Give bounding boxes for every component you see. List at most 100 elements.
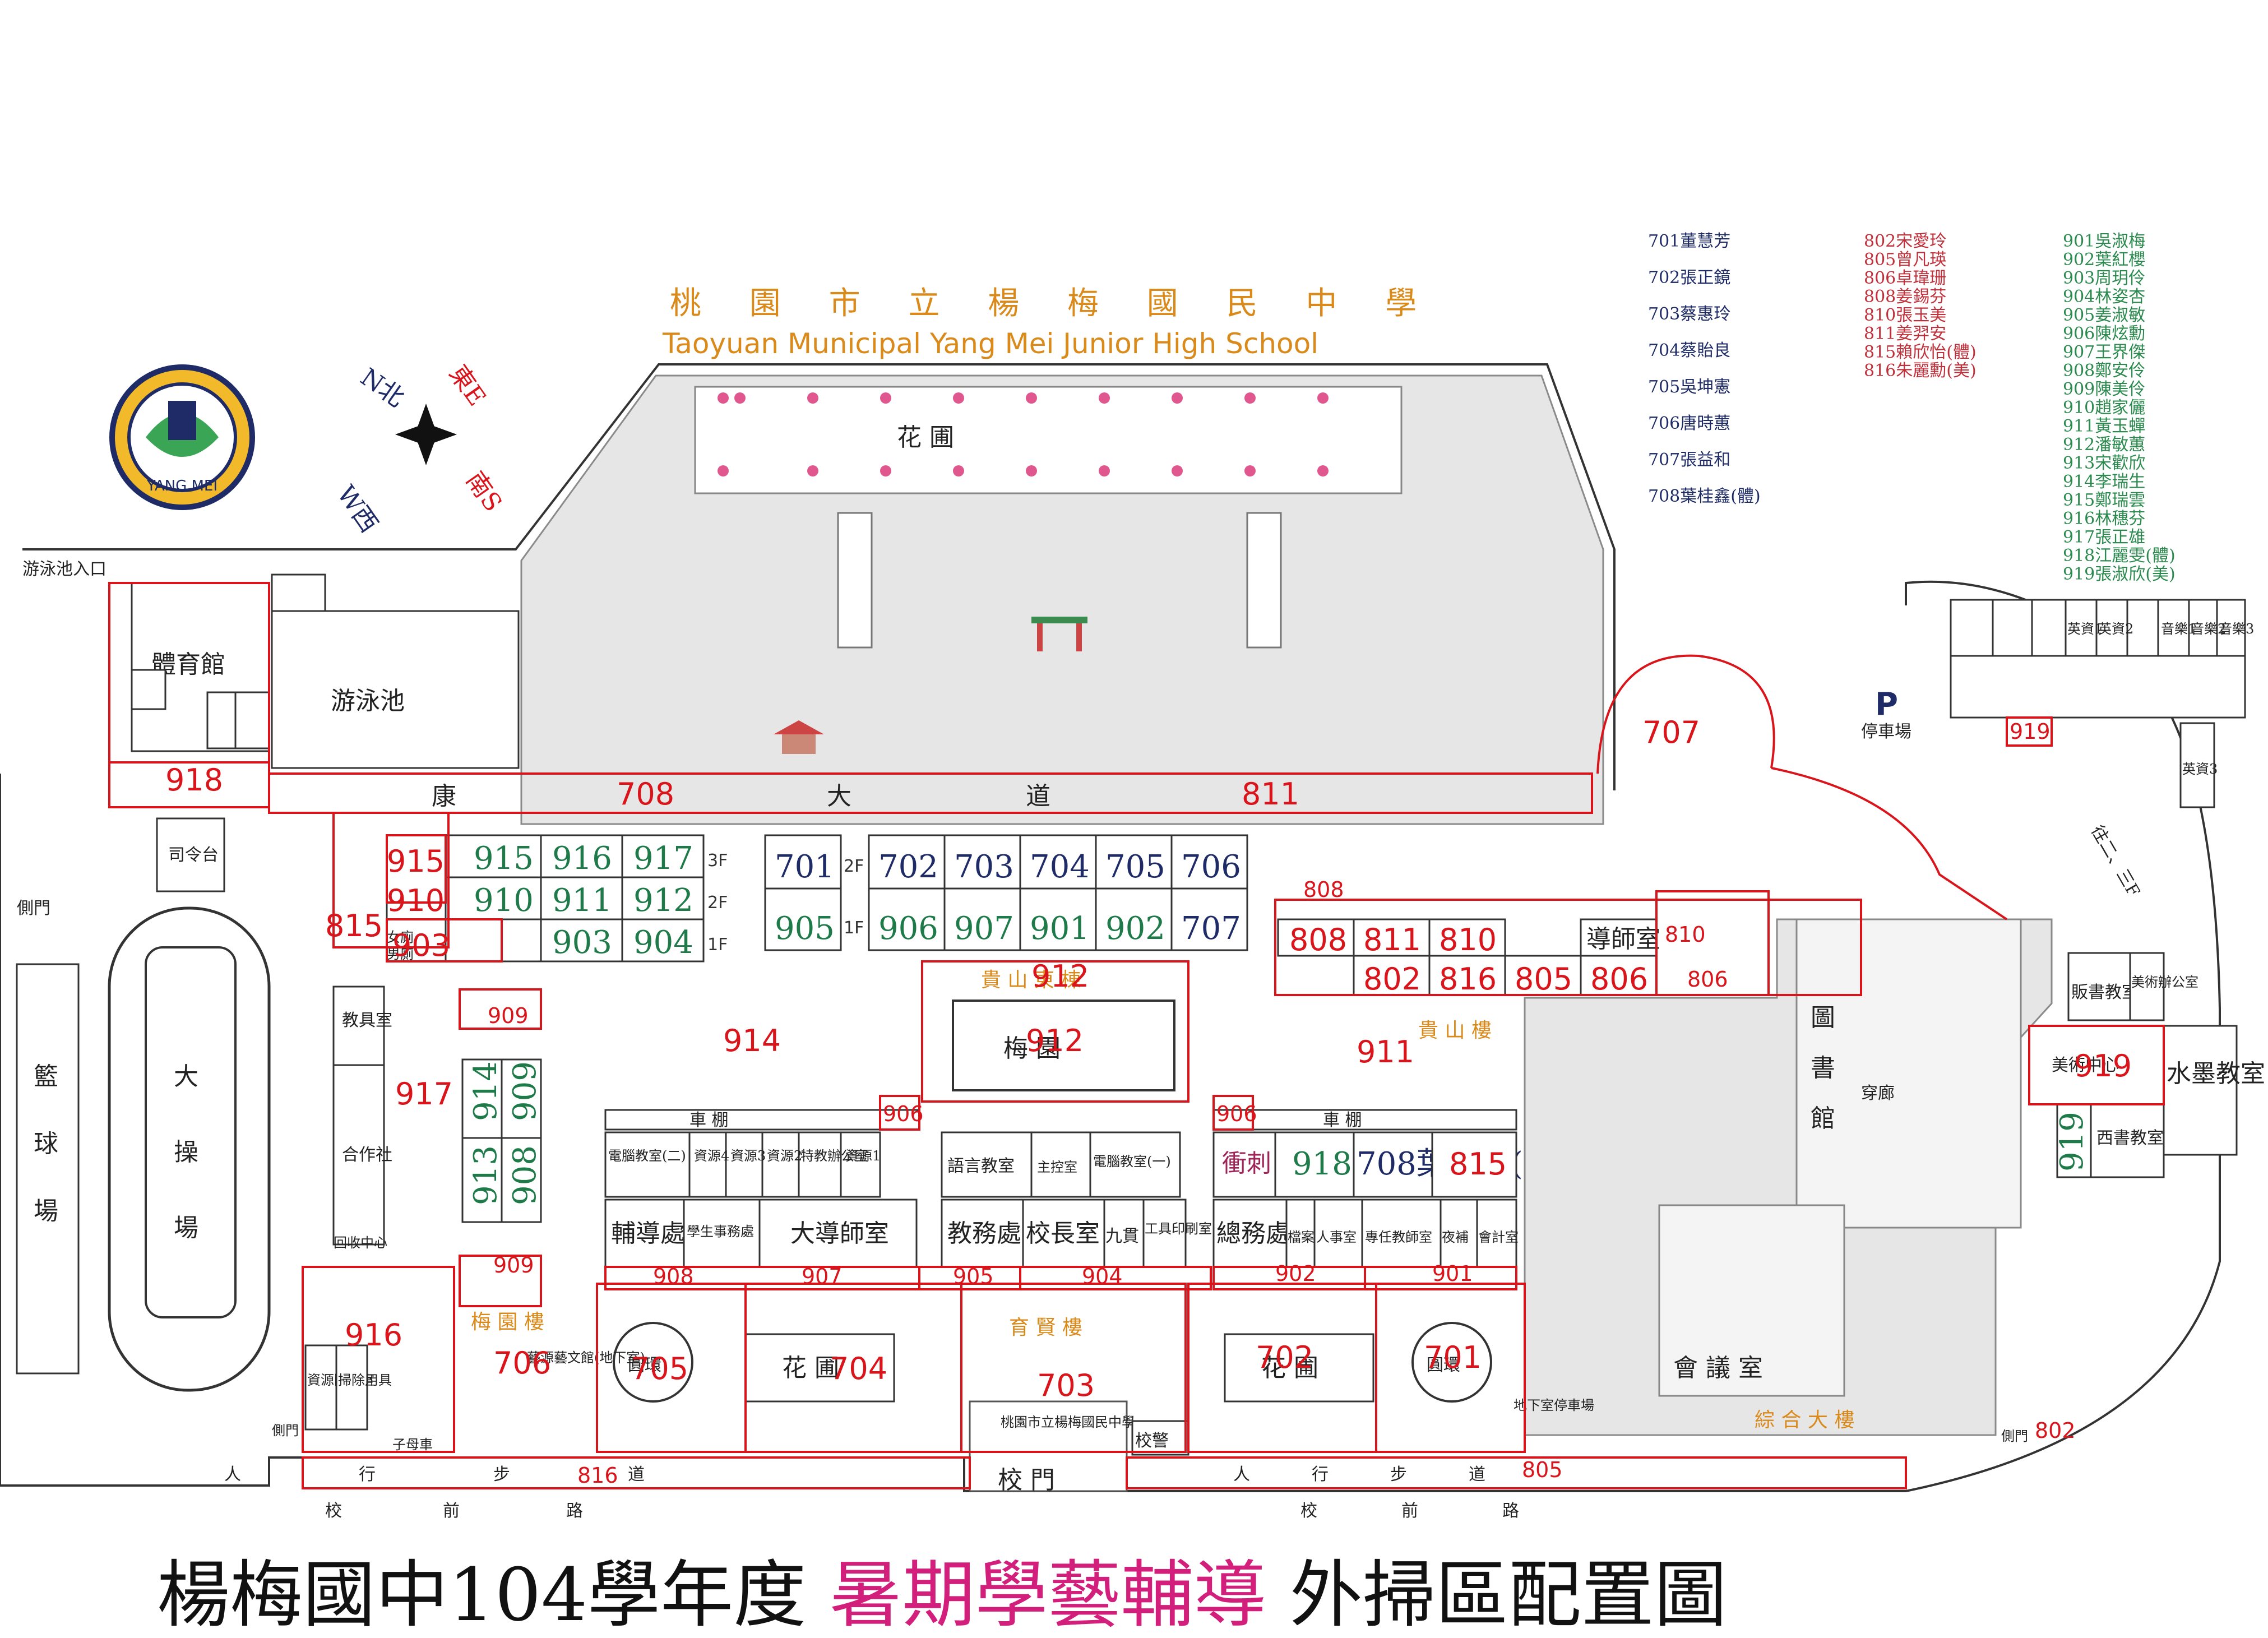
room-909 [501,1058,542,1139]
sidewalk-char-6: 行 [1312,1465,1329,1484]
computer-room-1-label: 電腦教室(一) [1093,1154,1171,1169]
resource-2-label: 資源2 [767,1148,802,1164]
teachers-room [1361,1199,1442,1268]
room-911 [540,876,623,920]
room-811 [1353,918,1431,957]
tutor-room-label: 導師室 [1586,925,1660,954]
sidewalk-char-3: 步 [493,1465,510,1484]
assign-913: 912 [1031,959,1089,994]
teacher-901: 901吳淑梅 [2063,232,2145,251]
east-toilets [1950,599,1994,657]
sports-office [234,691,270,749]
student-affairs-label: 學生事務處 [687,1224,754,1239]
sidewalk-char-5: 人 [1233,1465,1250,1484]
sales-room-label: 販書教室 [2071,983,2139,1002]
teacher-708: 708葉桂鑫(體) [1648,487,1761,506]
side-gate-label-left: 側門 [17,899,50,918]
label-901: 901 [1030,910,1090,947]
teacher-702: 702張正鏡 [1648,268,1730,288]
field-label-1: 大 [174,1062,198,1091]
parking-label: 停車場 [1861,722,1911,742]
teacher-815: 815賴欣怡(體) [1864,343,1977,362]
language-lab [941,1131,1033,1198]
plum-garden [952,1000,1175,1091]
assign-902: 902 [1275,1261,1316,1286]
teacher-909: 909陳美伶 [2063,380,2145,399]
basketball-label-2: 球 [34,1130,58,1158]
assign-707: 707 [1642,715,1700,750]
label-909: 909 [507,1061,543,1121]
assign-909-top: 909 [488,1003,529,1028]
front-road-char-2: 前 [443,1501,460,1521]
footer-title-prefix: 楊梅國中104學年度 [157,1552,806,1637]
music-3-label: 音樂3 [2219,621,2254,637]
assign-908: 908 [653,1264,694,1289]
principal-office [1022,1199,1105,1268]
teacher-802: 802宋愛玲 [1864,232,1946,251]
sidewalk-char-7: 步 [1390,1465,1407,1484]
cleaning-tools-room [335,1344,368,1431]
side-gate-label-southwest: 側門 [272,1423,299,1438]
label-911: 911 [552,882,612,919]
assign-917: 917 [395,1076,453,1112]
music-2-label: 音樂2 [2191,621,2226,637]
stairs-left [837,512,873,649]
art-office-label: 美術辦公室 [2131,974,2198,990]
side-gate-label-southeast: 側門 [2001,1428,2028,1444]
label-806: 806 [1590,961,1648,997]
roundabout-east-label: 圓環 [1427,1355,1460,1375]
label-802: 802 [1363,961,1421,997]
room-915 [445,834,542,878]
fitness-room [131,669,166,710]
room-906 [868,887,946,951]
room-wellness-center [445,918,542,963]
teacher-905: 905姜淑敏 [2063,306,2145,325]
pool [271,610,520,769]
meeting-room-label: 會 議 室 [1673,1354,1763,1382]
front-road-char-1: 校 [325,1501,342,1521]
resource-4-label: 資源4 [694,1148,729,1164]
teacher-906: 906陳炫勳 [2063,324,2145,344]
school-name-en: Taoyuan Municipal Yang Mei Junior High S… [662,327,1318,360]
ink-room-label: 水墨教室 [2167,1059,2265,1088]
assign-906-east: 906 [1216,1102,1257,1126]
label-916: 916 [552,840,612,877]
pool-label: 游泳池 [331,687,405,715]
accounting-office-label: 會計室 [1478,1229,1519,1245]
flower-decoration [718,392,1329,476]
sales-room [2067,952,2131,1021]
computer-room-2-label: 電腦教室(二) [608,1148,686,1164]
big-tutor-room-label: 大導師室 [790,1219,889,1248]
footer-title: 楊梅國中104學年度 暑期學藝輔導 外掃區配置圖 [157,1552,1727,1637]
music-room-2 [2188,599,2218,657]
school-sign-text: 桃園市立楊梅國民中學 [1001,1414,1135,1430]
label-815-room: 815 [1449,1146,1507,1182]
front-road-char-5: 前 [1401,1501,1418,1521]
pool-entrance-label: 游泳池入口 [22,559,107,579]
kang-road-char-1: 康 [432,782,456,811]
room-912 [621,876,705,920]
compass-rose: N北 東E 南S W西 [331,360,507,538]
library-label-3: 館 [1811,1104,1835,1133]
pool-small-block [271,573,326,612]
sidewalk-char-8: 道 [1469,1465,1485,1484]
print-room [1142,1199,1187,1268]
music-1-label: 音樂1 [2161,621,2196,637]
carshed-label-west: 車 棚 [689,1110,729,1130]
room-901 [1019,887,1097,951]
assign-802-corner: 802 [2035,1418,2076,1443]
carshed-east [1212,1109,1517,1131]
ink-room [2163,1025,2238,1156]
room-902 [1095,887,1173,951]
room-701 [764,834,842,890]
big-tutor-room [758,1199,918,1268]
room-905 [764,887,842,951]
teacher-810: 810張玉美 [1864,306,1946,325]
multipurpose-label: 綜 合 大 樓 [1755,1409,1854,1432]
teacher-908: 908鄭安伶 [2063,361,2145,381]
guishan-building-label: 貴 山 樓 [1418,1019,1492,1042]
teacher-903: 903周玥伶 [2063,269,2145,288]
parent-car-label: 子母車 [392,1437,433,1452]
personnel-office-label: 人事室 [1316,1229,1357,1245]
